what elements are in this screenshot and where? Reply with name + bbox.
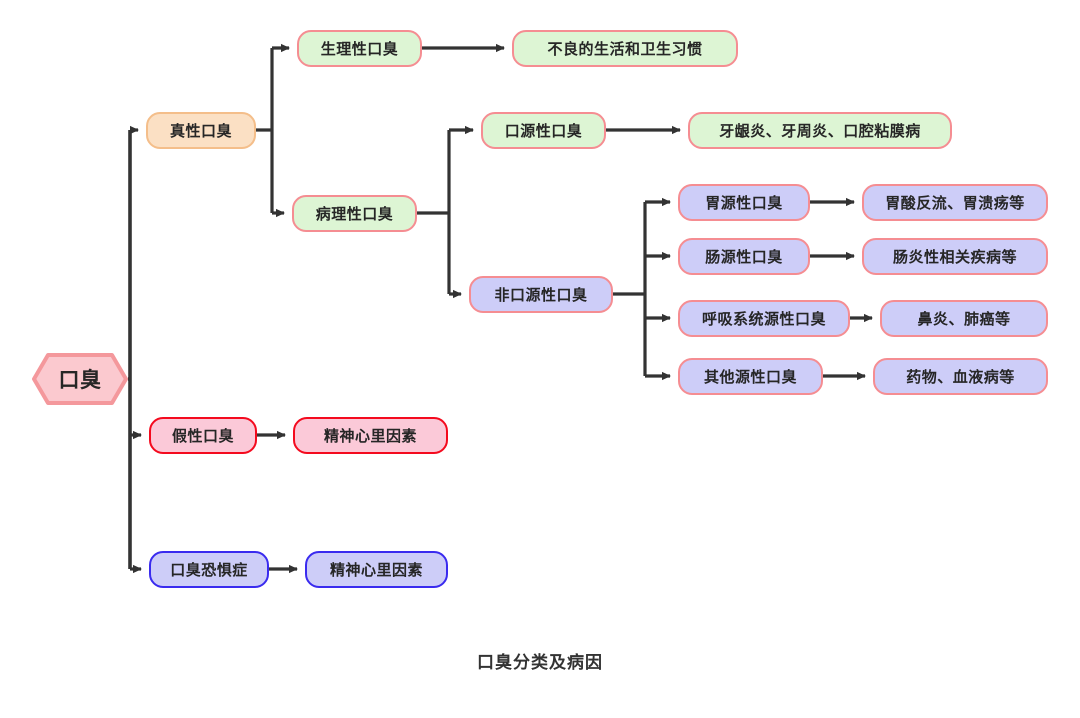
node-halitophobia[interactable]: 口臭恐惧症 bbox=[149, 551, 269, 588]
node-label: 呼吸系统源性口臭 bbox=[701, 311, 826, 328]
node-bad-living-hygiene-habits[interactable]: 不良的生活和卫生习惯 bbox=[512, 30, 738, 67]
node-pseudo-halitosis[interactable]: 假性口臭 bbox=[149, 417, 257, 454]
node-drugs-blood-diseases[interactable]: 药物、血液病等 bbox=[873, 358, 1048, 395]
node-label: 假性口臭 bbox=[171, 428, 234, 445]
node-pathological-halitosis[interactable]: 病理性口臭 bbox=[292, 195, 417, 232]
node-label: 胃源性口臭 bbox=[705, 195, 783, 212]
node-intestinal-origin-halitosis[interactable]: 肠源性口臭 bbox=[678, 238, 810, 275]
node-psychological-factors-pseudo[interactable]: 精神心里因素 bbox=[293, 417, 448, 454]
node-label: 精神心里因素 bbox=[323, 428, 417, 445]
node-label: 生理性口臭 bbox=[320, 41, 399, 58]
node-gingivitis-periodontitis-mucosa[interactable]: 牙龈炎、牙周炎、口腔粘膜病 bbox=[688, 112, 952, 149]
node-label: 其他源性口臭 bbox=[703, 369, 797, 386]
node-label: 药物、血液病等 bbox=[906, 369, 1015, 386]
node-label: 胃酸反流、胃溃疡等 bbox=[885, 195, 1025, 212]
node-label: 口臭 bbox=[58, 369, 102, 392]
edge-true-spine bbox=[256, 48, 274, 213]
node-halitosis-root[interactable]: 口臭 bbox=[32, 353, 128, 405]
node-physiological-halitosis[interactable]: 生理性口臭 bbox=[297, 30, 422, 67]
node-label: 病理性口臭 bbox=[315, 206, 394, 223]
hexagon-shape bbox=[32, 353, 128, 405]
node-label: 鼻炎、肺癌等 bbox=[917, 311, 1011, 328]
node-true-halitosis[interactable]: 真性口臭 bbox=[146, 112, 256, 149]
edge-nonoral-spine bbox=[613, 202, 647, 376]
edge-pathological-spine bbox=[417, 130, 451, 294]
node-psychological-factors-phobia[interactable]: 精神心里因素 bbox=[305, 551, 448, 588]
node-acid-reflux-ulcer[interactable]: 胃酸反流、胃溃疡等 bbox=[862, 184, 1048, 221]
node-label: 精神心里因素 bbox=[329, 562, 423, 579]
node-label: 口源性口臭 bbox=[504, 123, 583, 140]
node-label: 不良的生活和卫生习惯 bbox=[547, 41, 703, 58]
node-enteritis-related-diseases[interactable]: 肠炎性相关疾病等 bbox=[862, 238, 1048, 275]
node-rhinitis-lung-cancer[interactable]: 鼻炎、肺癌等 bbox=[880, 300, 1048, 337]
node-other-origin-halitosis[interactable]: 其他源性口臭 bbox=[678, 358, 823, 395]
node-respiratory-origin-halitosis[interactable]: 呼吸系统源性口臭 bbox=[678, 300, 850, 337]
node-label: 肠炎性相关疾病等 bbox=[892, 249, 1017, 266]
node-label: 牙龈炎、牙周炎、口腔粘膜病 bbox=[719, 123, 921, 140]
chart-title: 口臭分类及病因 bbox=[477, 653, 603, 672]
node-gastric-origin-halitosis[interactable]: 胃源性口臭 bbox=[678, 184, 810, 221]
node-non-oral-origin-halitosis[interactable]: 非口源性口臭 bbox=[469, 276, 613, 313]
node-label: 肠源性口臭 bbox=[705, 249, 783, 266]
node-label: 口臭恐惧症 bbox=[170, 562, 248, 579]
node-label: 真性口臭 bbox=[169, 123, 232, 140]
node-label: 非口源性口臭 bbox=[494, 287, 588, 304]
node-oral-origin-halitosis[interactable]: 口源性口臭 bbox=[481, 112, 606, 149]
